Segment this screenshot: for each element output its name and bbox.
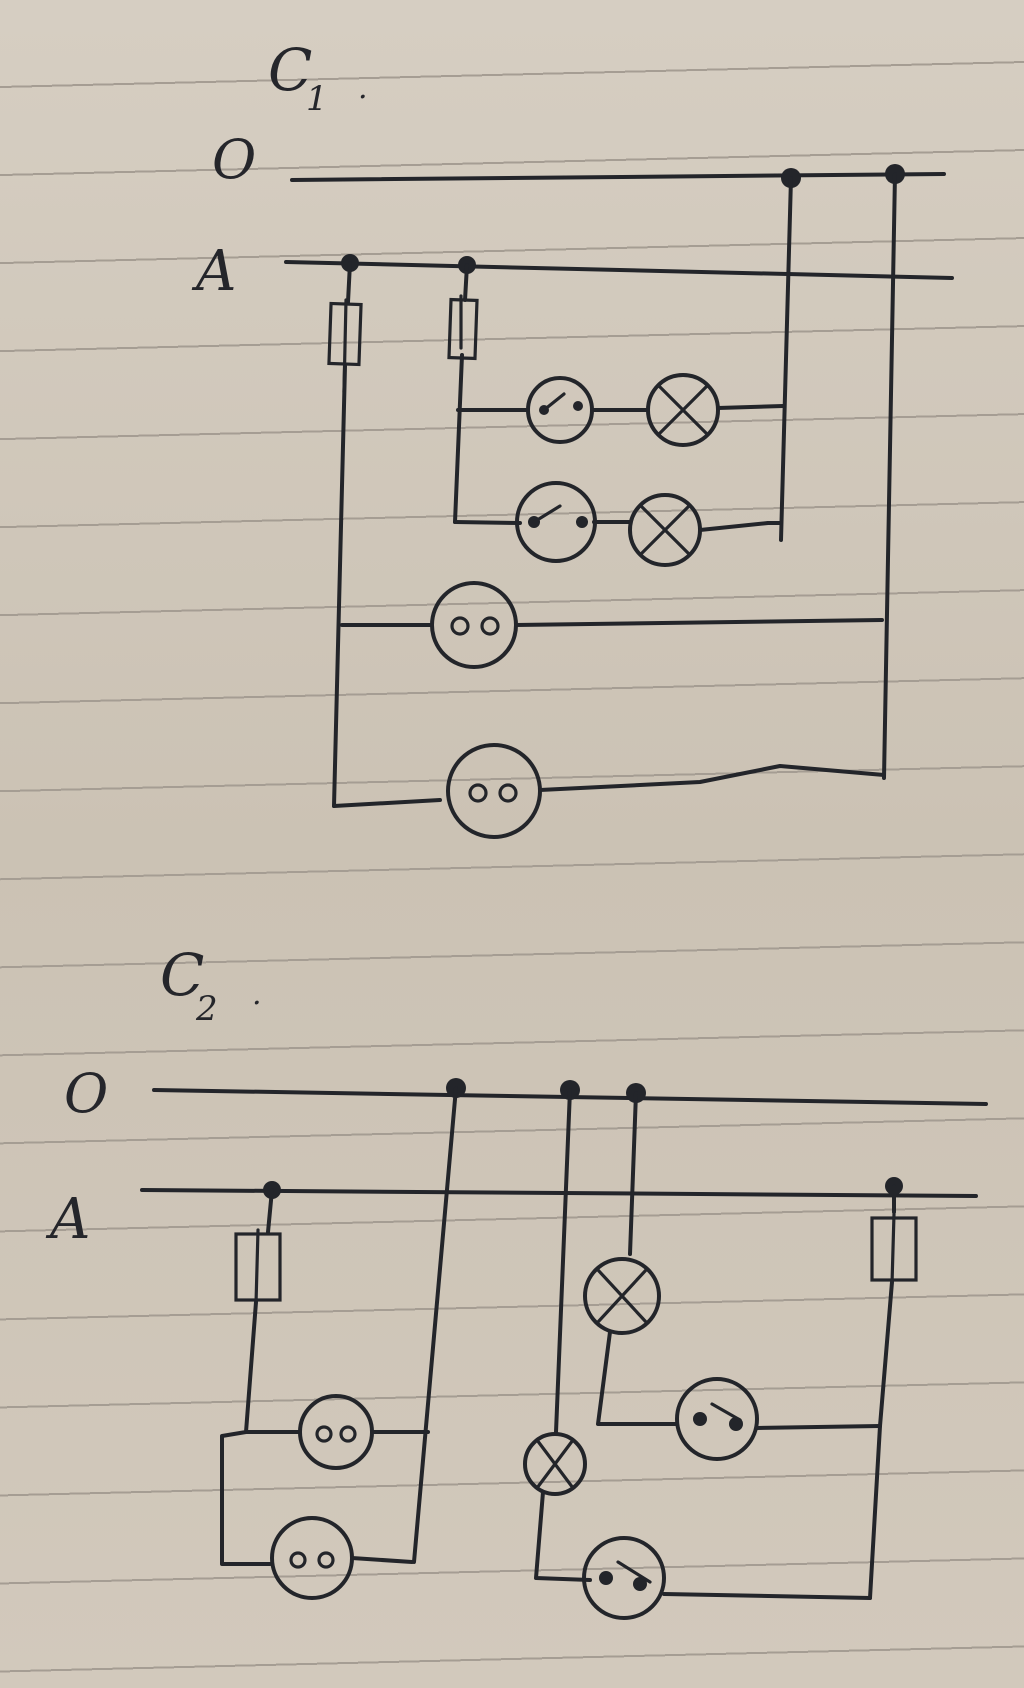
c2-title-dot: . [252, 977, 262, 1012]
c1-wire [332, 364, 347, 808]
c2-phase-label: A [45, 1187, 90, 1252]
c1-neutral-return-wire [779, 176, 793, 542]
fuse-icon [447, 294, 479, 361]
c2-neutral-return-wire [412, 1086, 458, 1564]
fuse-icon [234, 1228, 282, 1306]
c1-wire [716, 404, 785, 410]
c1-wire [346, 261, 352, 304]
lamp-icon [523, 1432, 587, 1496]
socket-icon [270, 1516, 354, 1600]
c1-neutral-return-wire [882, 172, 897, 780]
c1-phase-bus-line [284, 260, 954, 280]
circuit-c1: C 1 . O A [191, 36, 954, 839]
c1-wire [538, 764, 886, 792]
fuse-icon [870, 1212, 918, 1286]
switch-icon [526, 376, 594, 444]
c2-wire [596, 1330, 678, 1426]
socket-icon [430, 581, 518, 669]
c2-neutral-label: O [64, 1062, 108, 1125]
socket-icon [446, 743, 542, 839]
switch-icon [515, 481, 597, 563]
c1-title-letter: C [268, 36, 312, 104]
c2-phase-bus-line [140, 1188, 978, 1198]
c2-neutral-return-wire [554, 1088, 572, 1434]
c2-neutral-return-wire [628, 1091, 638, 1256]
switch-icon [582, 1536, 666, 1620]
c1-wire [698, 521, 770, 532]
c1-wire [463, 263, 469, 302]
c1-title-subscript: 1 [306, 79, 328, 119]
c1-wire [514, 618, 884, 627]
lamp-icon [583, 1257, 661, 1335]
lamp-icon [646, 373, 720, 447]
c1-wire [453, 353, 464, 524]
c2-title-letter: C [160, 941, 204, 1009]
c2-wire [755, 1424, 882, 1430]
c1-neutral-bus-line [290, 172, 946, 182]
c1-title-dot: . [358, 71, 368, 106]
c2-wire [662, 1592, 872, 1600]
c1-wire [332, 798, 442, 808]
c2-wire [534, 1490, 592, 1582]
socket-icon [298, 1394, 374, 1470]
c2-wire [350, 1556, 414, 1564]
c2-wire [266, 1188, 274, 1234]
c2-wire [868, 1280, 894, 1600]
c2-title-subscript: 2 [195, 989, 218, 1029]
circuit-c2: C 2 . O A [45, 941, 988, 1620]
c1-wire [453, 520, 522, 525]
lamp-icon [628, 493, 702, 567]
switch-icon [675, 1377, 759, 1461]
c1-neutral-label: O [212, 128, 256, 191]
c1-phase-label: A [191, 239, 236, 304]
c2-wire [220, 1300, 272, 1566]
